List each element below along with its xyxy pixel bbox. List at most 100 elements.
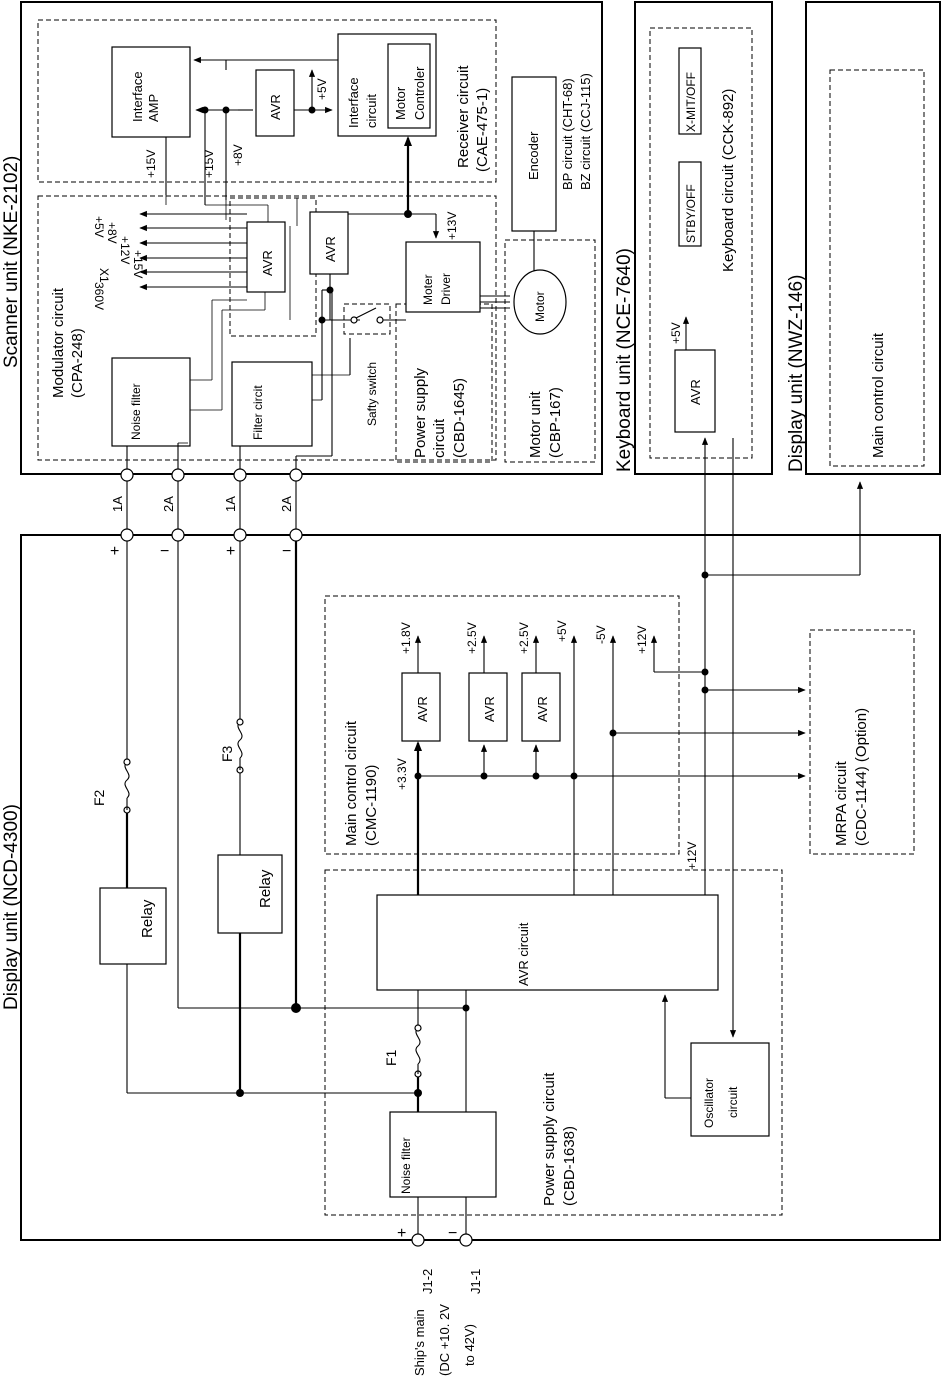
bz-circuit-label: BZ circuit (CCJ-115) [578, 73, 593, 190]
receiver-circuit-boundary [37, 19, 497, 183]
scanner-power-supply-title-2: circuit [431, 418, 448, 458]
display-unit-main-frame [20, 534, 941, 1241]
modulator-circuit-title: Modulator circuit [50, 287, 67, 398]
mc-avr-2-box [468, 672, 508, 742]
xmit-off-label: X-MIT/OFF [684, 72, 698, 132]
mod-out-12v: +12V [118, 236, 132, 264]
display-unit-top-title: Display unit (NWZ-146) [786, 275, 807, 472]
interface-amp-label-1: Interface [130, 71, 145, 122]
stby-off-label: STBY/OFF [684, 184, 698, 243]
mod-13v-label: +13V [445, 212, 459, 240]
modulator-noise-filter-box [111, 357, 191, 447]
display-top-main-control-boundary [829, 69, 925, 467]
fuse-f3-label: F3 [219, 745, 235, 762]
mod-out-x1: X1 [97, 268, 111, 283]
display-unit-main-title: Display unit (NCD-4300) [1, 804, 22, 1010]
scanner-power-supply-title-3: (CBD-1645) [451, 378, 468, 458]
motor-controller-label-2: Controler [412, 66, 427, 120]
rail-3v3: +3.3V [395, 758, 409, 790]
terminal-1a-left: 1A [110, 496, 125, 512]
terminal-2a-right: 2A [279, 496, 294, 512]
relay-1-box [99, 887, 167, 965]
avr-circuit-box [376, 894, 719, 991]
motor-unit-code: (CBP-167) [547, 387, 564, 458]
main-control-circuit-title: Main control circuit [343, 720, 360, 846]
receiver-avr-label: AVR [268, 94, 283, 120]
display-top-main-control-label: Main control circuit [870, 332, 887, 458]
terminal-1a-right: 1A [223, 496, 238, 512]
input-minus: − [448, 1225, 457, 1242]
ps-noise-filter-label: Noise filter [399, 1137, 413, 1194]
mc-avr-3-label: AVR [535, 696, 550, 722]
oscillator-circuit-box [690, 1042, 770, 1137]
mc-avr-1-box [401, 672, 441, 742]
keyboard-circuit-title: Keyboard circuit (CCK-892) [720, 89, 737, 272]
modulator-avr-1-box [246, 221, 286, 293]
encoder-label: Encoder [526, 131, 541, 180]
oscillator-label-1: Oscillator [702, 1078, 716, 1128]
motor-controller-box [387, 43, 431, 129]
scanner-unit-title: Scanner unit (NKE-2102) [1, 156, 22, 368]
avr-circuit-label: AVR circuit [516, 922, 531, 986]
scanner-power-supply-title-1: Power supply [412, 367, 429, 458]
fuse-f2-label: F2 [91, 789, 107, 806]
keyboard-circuit-boundary [649, 27, 753, 459]
modulator-circuit-code: (CPA-248) [69, 328, 86, 398]
interface-circuit-label-2: circuit [364, 94, 379, 128]
safety-switch-boundary [343, 303, 391, 335]
receiver-circuit-code: (CAE-475-1) [474, 88, 491, 172]
ps-noise-filter-box [389, 1111, 497, 1198]
input-spec-1: (DC +10. 2V [437, 1304, 452, 1376]
rail-2v5-a: +2.5V [465, 622, 479, 654]
mod-out-360v: 360V [92, 282, 106, 310]
modulator-noise-filter-label: Noise filter [129, 383, 143, 440]
stby-off-key [678, 161, 702, 247]
receiver-8v-label: +8V [231, 144, 245, 166]
rail-2v5-b: +2.5V [517, 622, 531, 654]
interface-circuit-label-1: Interface [346, 77, 361, 128]
keyboard-avr-label: AVR [688, 379, 703, 405]
rail-12v: +12V [635, 626, 649, 654]
moter-driver-box [405, 241, 481, 313]
polarity-plus-2: + [226, 543, 235, 560]
xmit-off-key [678, 47, 702, 135]
relay-1-label: Relay [139, 899, 156, 938]
bp-circuit-label: BP circuit (CHT-68) [560, 78, 575, 190]
modulator-avr-2-label: AVR [323, 236, 338, 262]
power-supply-circuit-title: Power supply circuit [541, 1072, 558, 1206]
motor-label: Motor [533, 291, 547, 322]
oscillator-label-2: circuit [726, 1086, 740, 1118]
modulator-circuit-boundary [37, 195, 497, 461]
main-control-circuit-boundary [324, 595, 680, 855]
power-supply-circuit-boundary [324, 869, 783, 1216]
interface-amp-box [111, 46, 191, 138]
input-j12: J1-2 [420, 1269, 435, 1294]
mc-avr-3-box [521, 672, 561, 742]
keyboard-unit-title: Keyboard unit (NCE-7640) [614, 248, 635, 472]
mc-avr-1-label: AVR [415, 696, 430, 722]
rail-1v8: +1.8V [399, 622, 413, 654]
input-spec-2: to 42V) [462, 1324, 477, 1366]
interface-amp-label-2: AMP [146, 94, 161, 122]
receiver-circuit-title: Receiver circuit [455, 65, 472, 168]
moter-driver-label-1: Moter [421, 274, 435, 305]
motor-unit-boundary [504, 239, 596, 463]
mod-out-5v: +5V [92, 216, 106, 238]
mc-avr-2-label: AVR [482, 696, 497, 722]
fuse-f1-label: F1 [383, 1049, 399, 1066]
input-ships-main: Ship's main [412, 1309, 427, 1376]
motor-controller-label-1: Motor [393, 86, 408, 120]
receiver-avr-box [255, 69, 295, 137]
relay-2-box [217, 854, 283, 934]
keyboard-unit-frame [634, 1, 773, 475]
polarity-minus-1: − [160, 543, 169, 560]
receiver-15v-label-b: +15V [202, 150, 216, 178]
main-control-circuit-code: (CMC-1190) [363, 765, 380, 846]
rail-5v: +5V [555, 620, 569, 642]
input-plus: + [397, 1225, 406, 1242]
terminal-2a-left: 2A [161, 496, 176, 512]
polarity-plus-1: + [110, 543, 119, 560]
mrpa-circuit-boundary [809, 629, 915, 855]
moter-driver-label-2: Driver [439, 273, 453, 305]
